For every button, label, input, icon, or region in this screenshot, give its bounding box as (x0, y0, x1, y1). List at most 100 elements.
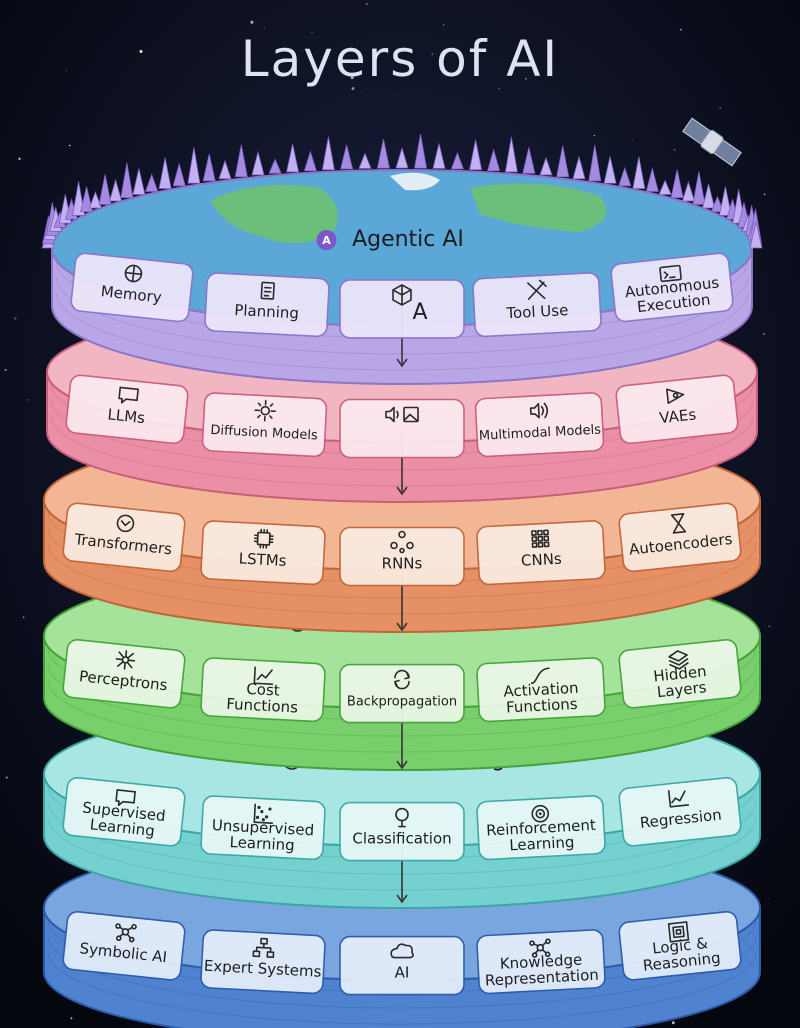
layer-item-label: Logic & (651, 934, 709, 958)
target-icon (531, 804, 550, 823)
tools-icon (527, 279, 547, 300)
layer-item-label: Cost (246, 680, 280, 700)
layer-item-card: Backpropagation (339, 663, 465, 724)
layer-badge-icon (316, 230, 337, 250)
star (631, 139, 633, 142)
connector-arrow (396, 486, 408, 496)
star (768, 625, 771, 628)
star (27, 399, 29, 401)
star (351, 87, 355, 91)
star (763, 333, 765, 335)
layer-item-label: Backpropagation (347, 695, 457, 710)
layer-badge-text: A (322, 234, 331, 247)
star (134, 37, 136, 39)
layer-item-label: Planning (234, 301, 299, 322)
star (350, 76, 354, 80)
star (679, 28, 682, 31)
layer-item-card: Tool Use (472, 272, 602, 338)
star (673, 148, 676, 151)
node-icon (115, 650, 136, 670)
connector-arrow (396, 894, 408, 904)
scatter-icon (253, 803, 274, 824)
layer-item-label: Reinforcement (486, 816, 597, 840)
star (442, 24, 445, 26)
transformer-icon (116, 514, 135, 533)
star (498, 87, 501, 90)
star (768, 898, 770, 900)
layer-item-card: LSTMs (200, 520, 326, 586)
layer-item-label: VAEs (658, 405, 697, 427)
star (68, 144, 71, 147)
connector-arrow (396, 760, 408, 770)
star (70, 1017, 73, 1020)
star (264, 27, 265, 29)
graph-icon (115, 923, 137, 943)
layer-item-label: Learning (509, 833, 575, 854)
chip-icon (253, 528, 274, 549)
star (14, 317, 17, 320)
layer-item-label: CNNs (521, 550, 563, 570)
star (22, 616, 25, 619)
layer-item-card: Perceptrons (62, 638, 186, 709)
hierarchy-icon (252, 937, 275, 959)
network-icon (666, 388, 685, 404)
layer-item-card (339, 398, 465, 459)
star (139, 49, 143, 54)
layer-item-label: Functions (506, 695, 579, 717)
grid-icon (531, 529, 550, 548)
layer-item-label: Diffusion Models (210, 423, 318, 444)
cloud-icon (390, 943, 414, 959)
star (719, 106, 722, 109)
continent (210, 184, 338, 243)
layer-item-label: Unsupervised (211, 816, 314, 839)
cube-icon (392, 284, 412, 306)
star (250, 20, 254, 24)
layer-item-card: Expert Systems (200, 929, 326, 995)
sound-icon (529, 402, 549, 419)
hourglass-icon (670, 512, 687, 534)
layer-item-label: Classification (352, 830, 451, 848)
layer-item-label: Knowledge (499, 951, 582, 973)
layer-name: Agentic AI (352, 227, 464, 252)
trend-icon (667, 790, 690, 808)
layer-item-label: LSTMs (238, 549, 287, 569)
sparkle-icon (254, 399, 277, 422)
continent (470, 183, 607, 232)
star (365, 2, 368, 5)
page-title: Layers of AI (240, 30, 560, 88)
layer-item-label: Multimodal Models (479, 422, 602, 443)
layer-item-card: AI (339, 935, 465, 996)
star (593, 134, 596, 137)
layer-item-card: Symbolic AI (62, 910, 186, 981)
layer-item-card: Diffusion Models (201, 392, 328, 458)
layer-item-label: Hidden (653, 662, 708, 685)
brain-icon (124, 264, 143, 283)
layer-item-card: Multimodal Models (474, 392, 605, 458)
star (359, 92, 361, 94)
chat-icon (115, 789, 136, 807)
chart-icon (253, 666, 274, 685)
layer-item-card: Memory (70, 252, 194, 323)
connector-arrow (396, 358, 408, 368)
layer-item-label: LLMs (107, 405, 146, 427)
cycle-icon (390, 530, 414, 554)
star (525, 77, 527, 80)
star (311, 32, 313, 34)
layer-item-card: Autoencoders (618, 502, 742, 573)
continent (390, 172, 440, 191)
satellite-icon (682, 117, 742, 167)
star (4, 368, 7, 371)
layer-item-card: Regression (618, 776, 742, 847)
center-badge-label: A (412, 300, 427, 325)
layer-item-card: CNNs (476, 520, 606, 586)
graph-icon (529, 938, 551, 958)
layer-item-card: Planning (204, 272, 330, 338)
